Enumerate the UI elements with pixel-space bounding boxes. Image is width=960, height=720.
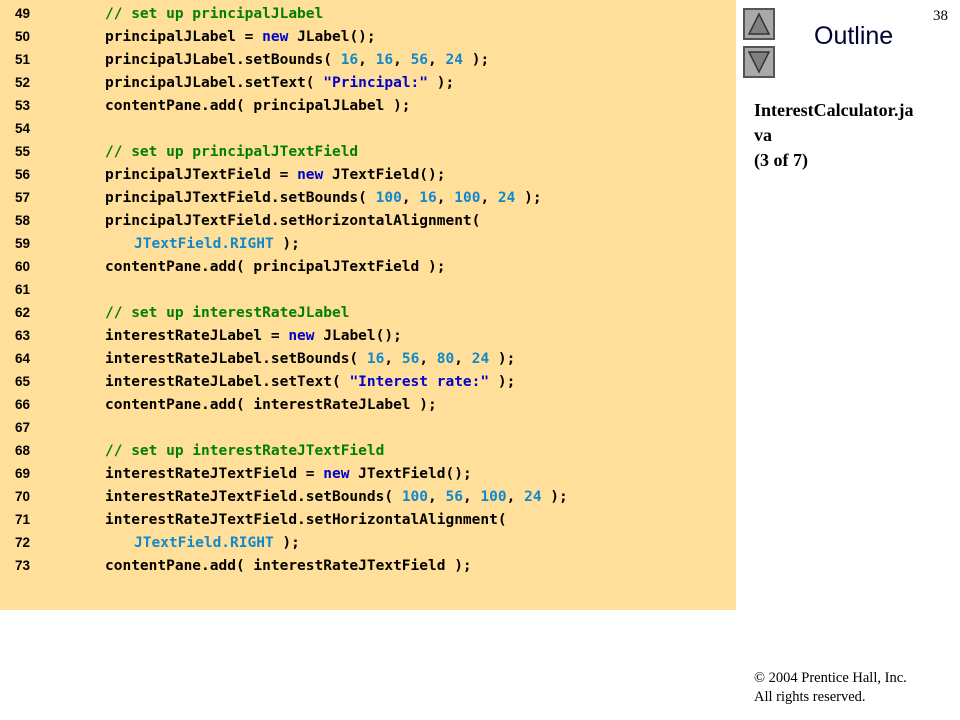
code-text: interestRateJTextField = new JTextField(… bbox=[105, 466, 472, 482]
line-number: 65 bbox=[14, 374, 30, 389]
file-caption-part: (3 of 7) bbox=[754, 150, 808, 170]
code-text: principalJTextField.setHorizontalAlignme… bbox=[105, 213, 481, 229]
line-number: 73 bbox=[14, 558, 30, 573]
code-line: 49 // set up principalJLabel bbox=[0, 3, 736, 25]
code-line: 66 contentPane.add( interestRateJLabel ); bbox=[0, 394, 736, 416]
code-line: 53 contentPane.add( principalJLabel ); bbox=[0, 95, 736, 117]
line-number: 57 bbox=[14, 190, 30, 205]
code-line: 62 // set up interestRateJLabel bbox=[0, 302, 736, 324]
code-line: 72 JTextField.RIGHT ); bbox=[0, 532, 736, 554]
code-line: 55 // set up principalJTextField bbox=[0, 141, 736, 163]
code-line: 64 interestRateJLabel.setBounds( 16, 56, … bbox=[0, 348, 736, 370]
line-number: 70 bbox=[14, 489, 30, 504]
code-text: // set up interestRateJTextField bbox=[105, 443, 385, 459]
copyright-notice: © 2004 Prentice Hall, Inc. All rights re… bbox=[754, 669, 907, 707]
code-line: 58 principalJTextField.setHorizontalAlign… bbox=[0, 210, 736, 232]
code-panel: 49 // set up principalJLabel 50 principalJL… bbox=[0, 0, 736, 610]
copyright-line: © 2004 Prentice Hall, Inc. bbox=[754, 670, 907, 686]
line-number: 69 bbox=[14, 466, 30, 481]
triangle-up-icon bbox=[747, 12, 771, 35]
code-line: 56 principalJTextField = new JTextField()… bbox=[0, 164, 736, 186]
code-text: // set up principalJTextField bbox=[105, 144, 359, 160]
line-number: 63 bbox=[14, 328, 30, 343]
code-text: principalJLabel.setBounds( 16, 16, 56, 2… bbox=[105, 52, 490, 68]
code-text: contentPane.add( interestRateJTextField … bbox=[105, 558, 472, 574]
code-text: JTextField.RIGHT ); bbox=[134, 236, 300, 252]
code-line: 73 contentPane.add( interestRateJTextFiel… bbox=[0, 555, 736, 577]
code-line: 50 principalJLabel = new JLabel(); bbox=[0, 26, 736, 48]
code-text: interestRateJLabel.setText( "Interest ra… bbox=[105, 374, 516, 390]
line-number: 66 bbox=[14, 397, 30, 412]
file-caption-line: InterestCalculator.ja bbox=[754, 100, 914, 120]
code-line: 65 interestRateJLabel.setText( "Interest … bbox=[0, 371, 736, 393]
line-number: 56 bbox=[14, 167, 30, 182]
code-line: 69 interestRateJTextField = new JTextFiel… bbox=[0, 463, 736, 485]
code-text: interestRateJLabel = new JLabel(); bbox=[105, 328, 402, 344]
line-number: 60 bbox=[14, 259, 30, 274]
line-number: 52 bbox=[14, 75, 30, 90]
code-line: 60 contentPane.add( principalJTextField )… bbox=[0, 256, 736, 278]
line-number: 50 bbox=[14, 29, 30, 44]
line-number: 67 bbox=[14, 420, 30, 435]
code-text: principalJLabel.setText( "Principal:" ); bbox=[105, 75, 455, 91]
code-line: 70 interestRateJTextField.setBounds( 100,… bbox=[0, 486, 736, 508]
code-text: interestRateJLabel.setBounds( 16, 56, 80… bbox=[105, 351, 516, 367]
code-line: 57 principalJTextField.setBounds( 100, 16… bbox=[0, 187, 736, 209]
code-text: principalJLabel = new JLabel(); bbox=[105, 29, 376, 45]
next-slide-button[interactable] bbox=[743, 46, 775, 78]
code-line: 61 bbox=[0, 279, 736, 301]
copyright-line: All rights reserved. bbox=[754, 689, 866, 705]
line-number: 49 bbox=[14, 6, 30, 21]
code-text: principalJTextField.setBounds( 100, 16, … bbox=[105, 190, 542, 206]
outline-title: Outline bbox=[814, 22, 894, 50]
code-line: 52 principalJLabel.setText( "Principal:" … bbox=[0, 72, 736, 94]
code-line: 67 bbox=[0, 417, 736, 439]
line-number: 54 bbox=[14, 121, 30, 136]
code-text: // set up principalJLabel bbox=[105, 6, 324, 22]
line-number: 68 bbox=[14, 443, 30, 458]
line-number: 59 bbox=[14, 236, 30, 251]
triangle-down-icon bbox=[747, 51, 771, 74]
line-number: 55 bbox=[14, 144, 30, 159]
line-number: 51 bbox=[14, 52, 30, 67]
code-text: interestRateJTextField.setBounds( 100, 5… bbox=[105, 489, 568, 505]
line-number: 58 bbox=[14, 213, 30, 228]
line-number: 64 bbox=[14, 351, 30, 366]
code-text: JTextField.RIGHT ); bbox=[134, 535, 300, 551]
page-number: 38 bbox=[933, 8, 948, 24]
code-line: 68 // set up interestRateJTextField bbox=[0, 440, 736, 462]
code-text: contentPane.add( interestRateJLabel ); bbox=[105, 397, 437, 413]
code-line: 63 interestRateJLabel = new JLabel(); bbox=[0, 325, 736, 347]
line-number: 53 bbox=[14, 98, 30, 113]
line-number: 62 bbox=[14, 305, 30, 320]
file-caption-line: va bbox=[754, 125, 772, 145]
code-line: 51 principalJLabel.setBounds( 16, 16, 56,… bbox=[0, 49, 736, 71]
code-line: 71 interestRateJTextField.setHorizontalAl… bbox=[0, 509, 736, 531]
code-line: 59 JTextField.RIGHT ); bbox=[0, 233, 736, 255]
code-text: interestRateJTextField.setHorizontalAlig… bbox=[105, 512, 507, 528]
code-text: // set up interestRateJLabel bbox=[105, 305, 350, 321]
line-number: 72 bbox=[14, 535, 30, 550]
code-line: 54 bbox=[0, 118, 736, 140]
code-text: contentPane.add( principalJLabel ); bbox=[105, 98, 411, 114]
line-number: 61 bbox=[14, 282, 30, 297]
previous-slide-button[interactable] bbox=[743, 8, 775, 40]
file-caption: InterestCalculator.ja va (3 of 7) bbox=[754, 98, 954, 173]
line-number: 71 bbox=[14, 512, 30, 527]
code-text: principalJTextField = new JTextField(); bbox=[105, 167, 446, 183]
code-text: contentPane.add( principalJTextField ); bbox=[105, 259, 446, 275]
